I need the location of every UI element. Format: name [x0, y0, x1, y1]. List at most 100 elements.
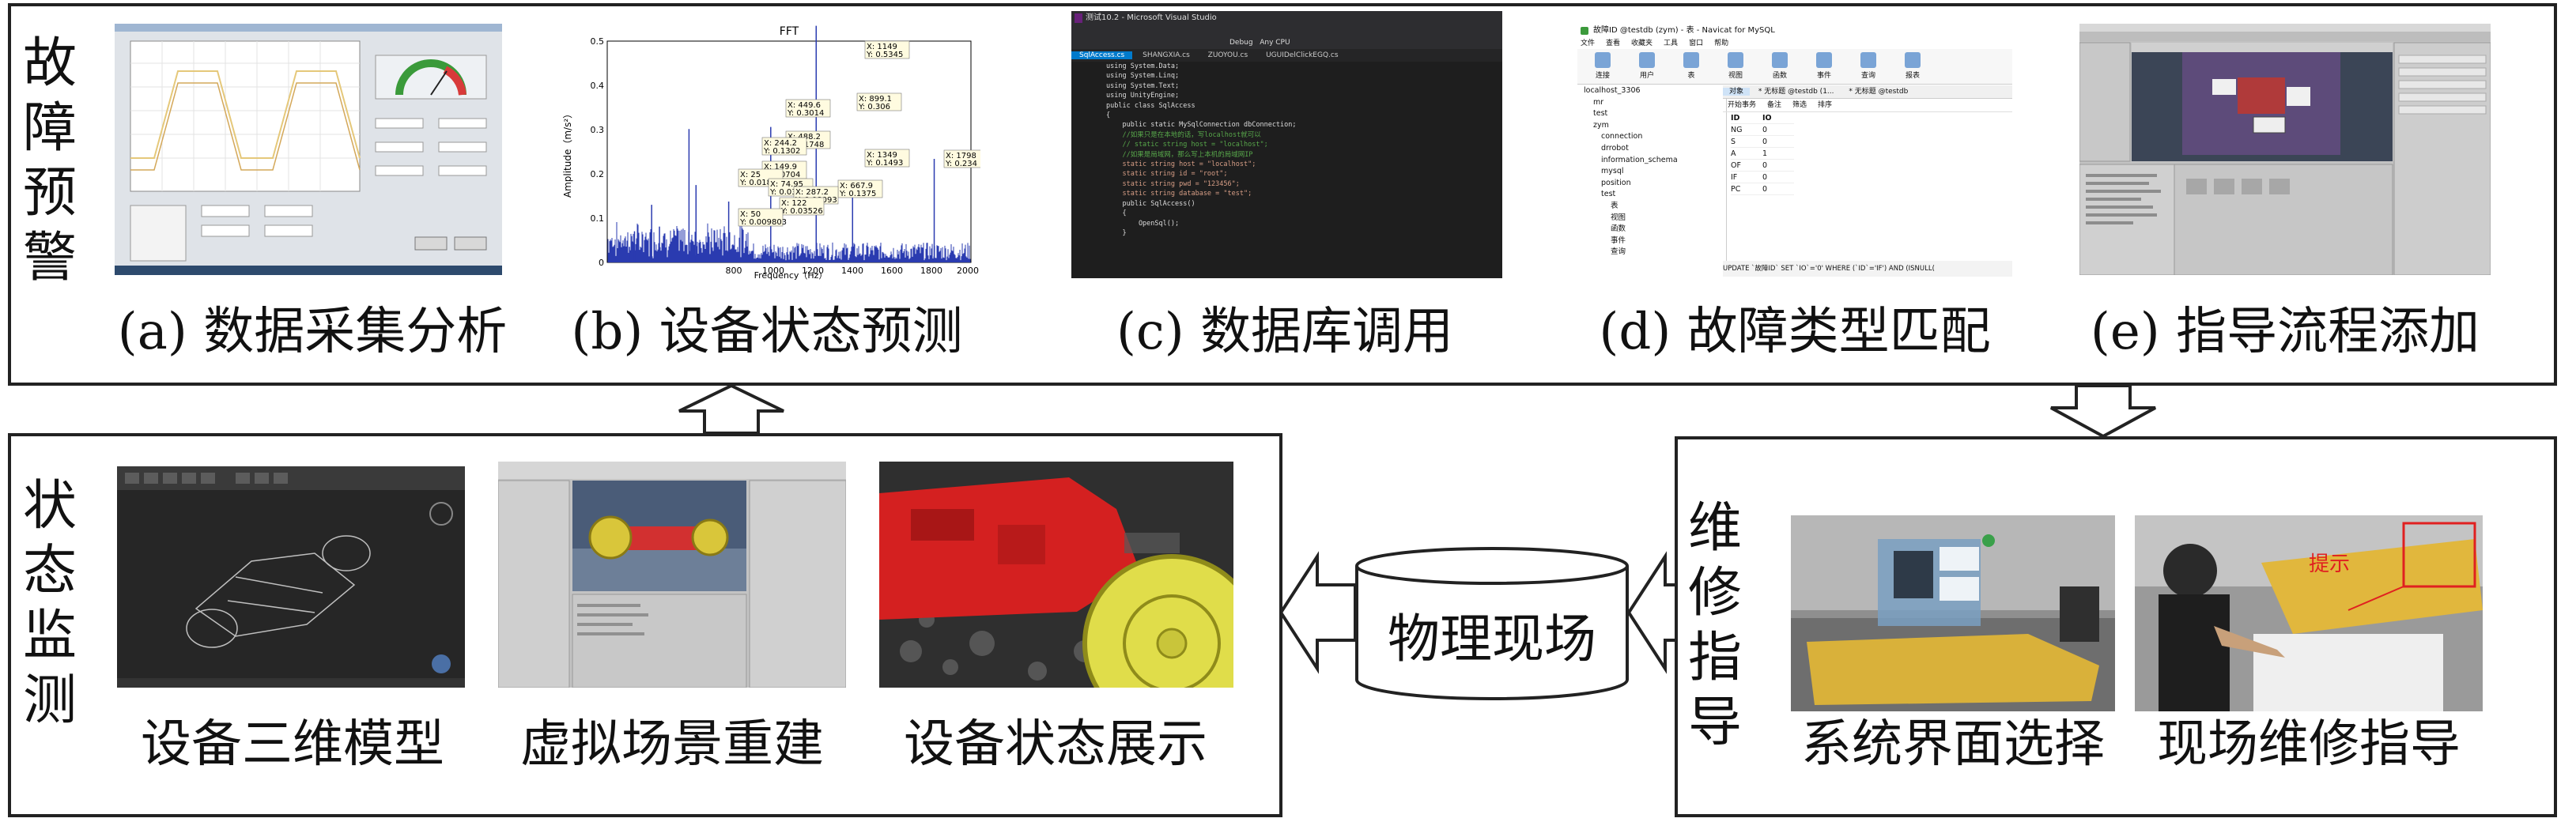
navicat-action[interactable]: 开始事务: [1728, 101, 1757, 109]
navicat-tree-item[interactable]: mr: [1593, 97, 1604, 107]
caption-d: (d) 故障类型匹配: [1599, 303, 1991, 361]
label-char: 预: [22, 162, 77, 224]
tool-label: 连接: [1595, 72, 1610, 80]
fault-warning-label: 故 障 预 警: [17, 32, 82, 291]
annotation-x: X: 122: [781, 199, 807, 208]
code-line: //如果是局域网，那么写上本机的局域网IP: [1106, 150, 1253, 159]
table-cell: 0: [1762, 136, 1794, 148]
navicat-tool-button[interactable]: 事件: [1802, 49, 1846, 84]
vs-tab-sqlaccess[interactable]: SqlAccess.cs: [1071, 51, 1133, 59]
annotation-x: X: 488.2: [788, 133, 821, 141]
vs-menubar: [1071, 25, 1502, 36]
navicat-tree-item[interactable]: 视图: [1611, 213, 1626, 222]
annotation-y: Y: 0.03526: [780, 207, 823, 216]
navicat-tool-button[interactable]: 报表: [1890, 49, 1935, 84]
annotation-y: Y: 0.034: [769, 188, 802, 197]
navicat-tree-item[interactable]: test: [1601, 190, 1616, 199]
navicat-menu-item[interactable]: 窗口: [1689, 40, 1704, 47]
tab-untitled-b[interactable]: * 无标题 @testdb: [1849, 88, 1909, 96]
vs-tab-zuoyou[interactable]: ZUOYOU.cs: [1207, 51, 1248, 59]
navicat-tab-row: 对象 * 无标题 @testdb (1... * 无标题 @testdb: [1723, 85, 2012, 99]
caption-onsite-guidance: 现场维修指导: [2157, 715, 2461, 774]
annotation-box: [856, 92, 902, 111]
code-line: {: [1106, 209, 1127, 218]
navicat-action[interactable]: 筛选: [1792, 101, 1807, 109]
code-line: {: [1106, 111, 1111, 120]
onsite-maintenance-photo: 提示: [2135, 515, 2483, 711]
vs-tab-ugui[interactable]: UGUIDelClickEGQ.cs: [1266, 51, 1339, 59]
fft-ylabel: Amplitude（m/s²）: [562, 109, 573, 198]
caption-e: (e) 指导流程添加: [2090, 303, 2480, 361]
annotation-box: [864, 149, 910, 168]
caption-c: (c) 数据库调用: [1116, 303, 1454, 361]
tool-label: 用户: [1639, 72, 1654, 80]
navicat-tool-button[interactable]: 表: [1669, 49, 1713, 84]
code-line: static string id = "root";: [1106, 170, 1228, 179]
y-tick: 0.2: [591, 169, 605, 179]
label-char: 监: [22, 605, 77, 667]
navicat-tree-item[interactable]: mysql: [1601, 167, 1624, 176]
navicat-menu-item[interactable]: 文件: [1581, 40, 1596, 47]
tab-untitled-a[interactable]: * 无标题 @testdb (1...: [1758, 88, 1834, 96]
vs-code-editor[interactable]: using System.Data;using System.Linq;usin…: [1071, 62, 1502, 278]
down-arrow: [2050, 384, 2156, 439]
x-tick: 1600: [881, 266, 903, 276]
navicat-menu-item[interactable]: 查看: [1606, 40, 1621, 47]
navicat-tree-item[interactable]: information_schema: [1601, 155, 1678, 164]
y-tick: 0.4: [591, 81, 605, 91]
annotation-box: [785, 99, 831, 118]
navicat-tree-item[interactable]: test: [1593, 109, 1608, 119]
navicat-tree-item[interactable]: drrobot: [1601, 143, 1629, 153]
navicat-statusbar: UPDATE `故障ID` SET `IO`='0' WHERE (`ID`='…: [1723, 261, 2012, 277]
navicat-tree-item[interactable]: 表: [1611, 201, 1618, 210]
navicat-tool-button[interactable]: 视图: [1713, 49, 1758, 84]
navicat-tool-button[interactable]: 查询: [1846, 49, 1890, 84]
caption-state-display: 设备状态展示: [904, 715, 1207, 774]
navicat-status: UPDATE `故障ID` SET `IO`='0' WHERE (`ID`='…: [1723, 265, 1935, 273]
navicat-menubar: 文件 查看 收藏夹 工具 窗口 帮助: [1577, 38, 2012, 49]
label-char: 状: [22, 475, 77, 537]
tab-object[interactable]: 对象: [1723, 88, 1751, 96]
navicat-tree-item[interactable]: connection: [1601, 132, 1643, 141]
navicat-tree-item[interactable]: 函数: [1611, 224, 1626, 234]
up-arrow: [678, 383, 784, 435]
label-char: 测: [22, 669, 77, 732]
navicat-tool-button[interactable]: 函数: [1758, 49, 1802, 84]
equipment-state-display: [879, 462, 1233, 688]
navicat-tree-item[interactable]: 查询: [1611, 247, 1626, 257]
navicat-menu-item[interactable]: 帮助: [1714, 40, 1729, 47]
table-cell: 0: [1762, 172, 1794, 183]
vs-config[interactable]: Debug: [1229, 39, 1253, 47]
navicat-tool-button[interactable]: 用户: [1625, 49, 1669, 84]
navicat-tool-button[interactable]: 连接: [1581, 49, 1625, 84]
vs-platform[interactable]: Any CPU: [1260, 39, 1290, 47]
annotation-x: X: 74.95: [770, 180, 803, 189]
navicat-tree-item[interactable]: position: [1601, 178, 1631, 187]
label-char: 指: [1687, 627, 1742, 689]
navicat-menu-item[interactable]: 收藏夹: [1631, 40, 1653, 47]
navicat-tree-item[interactable]: localhost_3306: [1584, 86, 1641, 95]
x-tick: 1800: [920, 266, 942, 276]
table-cell: OF: [1731, 160, 1762, 172]
physical-site-label: 物理现场: [1388, 609, 1596, 669]
navicat-tree-item[interactable]: 事件: [1611, 236, 1626, 245]
navicat-action[interactable]: 备注: [1767, 101, 1782, 109]
code-line: using System.Linq;: [1106, 72, 1180, 81]
vs-tab-shangxia[interactable]: SHANGXIA.cs: [1143, 51, 1190, 59]
fft-title: FFT: [780, 25, 799, 38]
annotation-y: Y: 0.1493: [866, 159, 903, 168]
navicat-tree-item[interactable]: zym: [1593, 120, 1609, 130]
code-line: static string pwd = "123456";: [1106, 179, 1240, 188]
navicat-toolbar: 连接 用户 表视图函数事件查询报表: [1577, 49, 2012, 85]
navicat-action[interactable]: 排序: [1818, 101, 1833, 109]
annotation-box: [738, 208, 784, 227]
table-cell: S: [1731, 136, 1762, 148]
navicat-menu-item[interactable]: 工具: [1664, 40, 1679, 47]
